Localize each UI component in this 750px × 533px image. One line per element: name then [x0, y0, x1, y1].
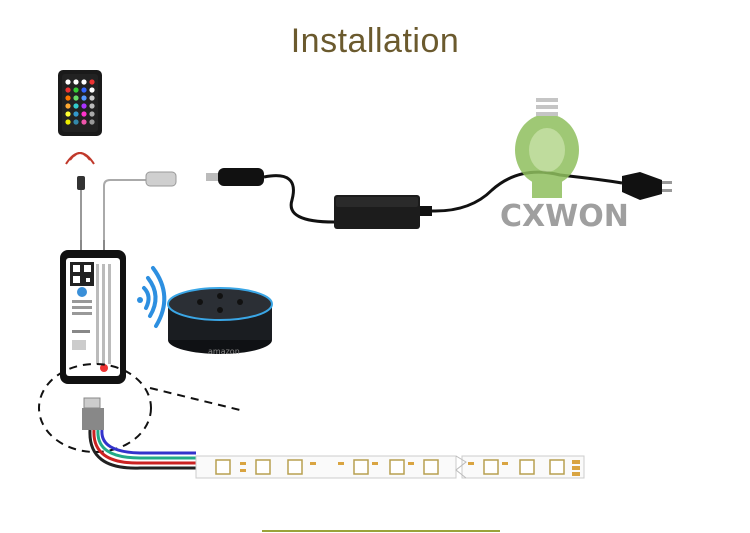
dc-input-cable [103, 171, 177, 248]
bottom-accent-line [262, 530, 500, 532]
page-title: Installation [290, 22, 460, 60]
zoom-indicator [38, 363, 241, 453]
wifi-signal-icon [137, 266, 167, 328]
lightbulb-watermark-icon [515, 98, 579, 198]
ir-signal-icon [65, 152, 95, 165]
speaker-brand: amazon [208, 347, 240, 356]
led-strip [195, 455, 585, 479]
power-adapter [206, 168, 623, 229]
rgb-connector [82, 397, 196, 470]
smart-speaker: amazon [167, 287, 273, 356]
remote-control-icon [58, 70, 102, 136]
watermark-brand: CXWON [500, 199, 629, 234]
wifi-controller [60, 240, 126, 384]
ir-receiver [77, 176, 85, 248]
eu-plug-icon [622, 172, 672, 200]
